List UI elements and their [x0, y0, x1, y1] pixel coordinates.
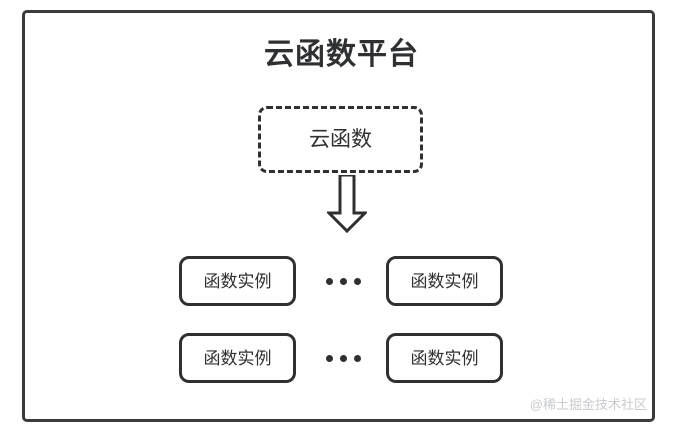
platform-title: 云函数平台	[264, 38, 419, 71]
ellipsis-dot	[354, 277, 361, 285]
function-instance-label: 函数实例	[410, 348, 479, 368]
cloud-function-label: 云函数	[309, 128, 372, 151]
ellipsis-indicator	[321, 333, 366, 383]
instance-row: 函数实例 函数实例	[25, 256, 658, 306]
ellipsis-dot	[354, 354, 361, 362]
function-instance-label: 函数实例	[203, 271, 272, 291]
ellipsis-dot	[340, 277, 347, 285]
function-instance-box: 函数实例	[386, 333, 503, 383]
function-instance-box: 函数实例	[179, 333, 296, 383]
instance-row: 函数实例 函数实例	[25, 333, 658, 383]
ellipsis-dot	[326, 277, 333, 285]
ellipsis-indicator	[321, 256, 366, 306]
watermark: @稀土掘金技术社区	[529, 397, 647, 412]
function-instance-box: 函数实例	[386, 256, 503, 306]
function-instance-label: 函数实例	[410, 271, 479, 291]
down-arrow-icon	[325, 173, 369, 234]
platform-frame: 云函数平台 云函数 函数实例 函数实例 函数实例 函数实例	[22, 10, 655, 422]
cloud-function-node: 云函数	[258, 106, 423, 173]
function-instance-box: 函数实例	[179, 256, 296, 306]
ellipsis-dot	[340, 354, 347, 362]
function-instance-label: 函数实例	[203, 348, 272, 368]
ellipsis-dot	[326, 354, 333, 362]
